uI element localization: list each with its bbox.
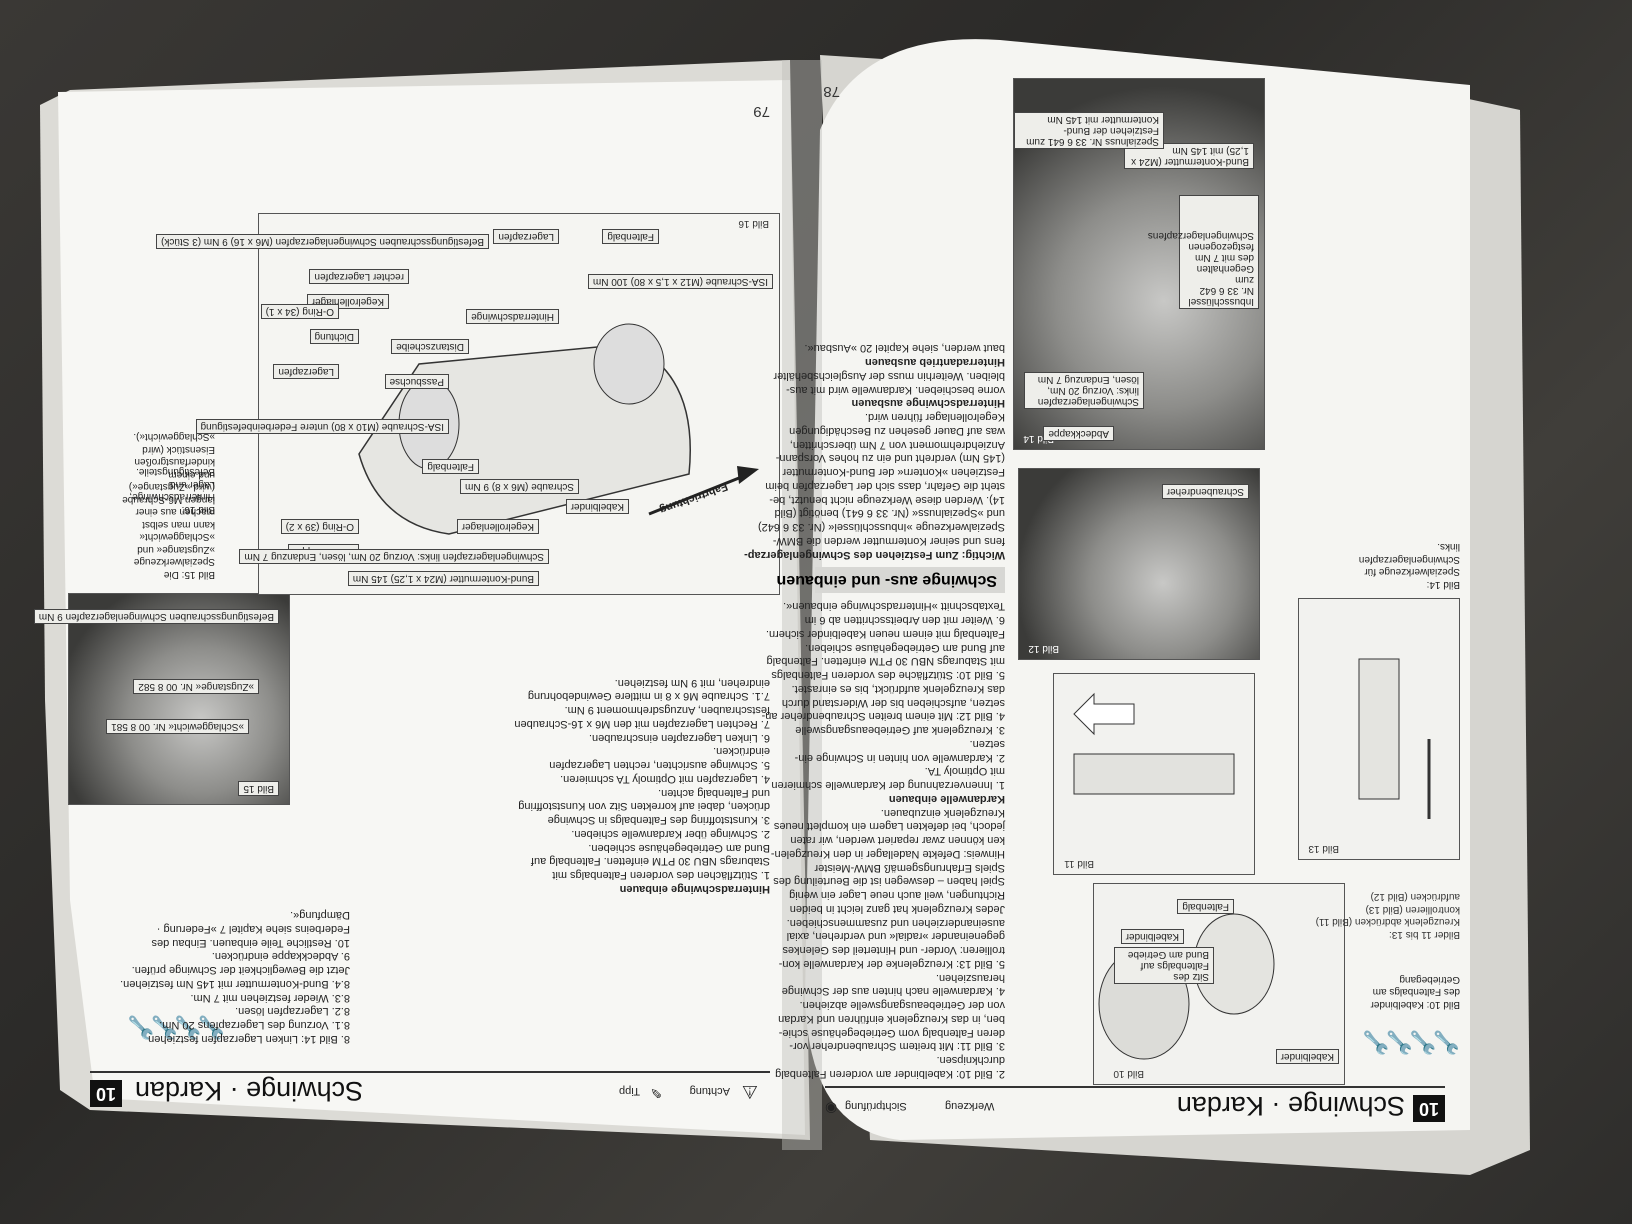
legend-tipp: Tipp [619,1085,640,1097]
figure-15-photo: Befestigungsschrauben Schwingenlagerzapf… [33,593,290,805]
joint-body [1358,658,1400,800]
shaft [1073,753,1235,795]
right-text-col: 2. Bild 10: Kabelbinder am vorderen Falt… [744,342,1005,1080]
fig10-subcaptions: Bilder 11 bis 13: Kreuzgelenk abdrücken … [1315,891,1460,941]
fig12-caption: Bild 12 [1028,643,1059,654]
fig16-label-17: Kegelrollenlager [456,519,539,534]
running-title: Schwinge · Kardan [135,1076,364,1106]
left-text-col-b: Hinterradschwinge einbauen 1. Stützfläch… [514,676,770,895]
figure-12-photo: Bild 12 Schraubendreher [1018,468,1260,660]
fig16-label-3: rechter Lagerzapfen [309,269,409,284]
fig14-side-caption: Bild 14: Spezialwerkzeuge für Schwingenl… [1358,541,1460,591]
fig14-label-0: Abdeckkappe [1043,426,1114,441]
fig16-label-14: Schraube (M6 x 8) 9 Nm [460,479,579,494]
section-schwinge: Schwinge aus- und einbauen [777,566,1005,593]
running-title-right: Schwinge · Kardan [1176,1091,1405,1121]
fig15-caption: Bild 15 [238,781,279,796]
fig10-label-0: Kabelbinder [1275,1049,1339,1064]
swingarm-drawing [358,323,759,535]
chapter-chip-right: 10 [1412,1095,1445,1122]
push-arrow [1073,692,1135,736]
fig10-caption: Bild 10 [1113,1068,1144,1079]
figure-10-diagram: Bild 10 Kabelbinder Faltenbalg Kabelbind… [1093,883,1345,1085]
left-text-col-a: 8. Bild 14: Linken Lagerzapfen festziehe… [120,909,350,1045]
fig16-label-8: Lagerzapfen [273,364,339,379]
fig16-label-1: Lagerzapfen [493,229,559,244]
fig14-label-3: Spezialnuss Nr. 33 6 641 zum Festziehen … [1014,112,1164,149]
fig16-label-6: Distanzscheibe [391,339,469,354]
cardan-joint-drawing [1073,692,1235,795]
figure-14-photo: Bild 14 Abdeckkappe Schwingenlagerzapfen… [1013,78,1265,450]
universal-joint-drawing [1358,658,1431,819]
fig16-side-caption: Bild 16: Hinterradschwinge, Lager und Be… [129,466,215,516]
eye-icon: ◉ [825,1101,838,1117]
right-page: 10 Schwinge · Kardan Sichtprüfung Werkze… [744,70,1465,1130]
wrench-rating-icon-right: 🔧🔧🔧🔧 [1366,1030,1460,1055]
fig13-caption: Bild 13 [1308,843,1339,854]
fig14-label-4: Inbusschlüssel Nr. 33 6 642 zum Gegenhal… [1148,195,1259,309]
left-page-number: 79 [753,103,770,120]
fig16-label-18: O-Ring (39 x 2) [280,519,359,534]
fig16-label-21: Bund-Kontermutter (M24 x 1,25) 145 Nm [347,571,539,586]
fig15-label-zugstange: »Zugstange« Nr. 00 8 582 [133,679,259,694]
fig15-label-schlaggewicht: »Schlaggewicht« Nr. 00 8 581 [106,719,249,734]
chapter-chip: 10 [90,1080,123,1107]
right-page-header: 10 Schwinge · Kardan Sichtprüfung Werkze… [825,1086,1445,1122]
fig10-label-2: Kabelbinder [1120,929,1184,944]
fig16-label-0: Befestigungsschrauben Schwingenlagerzapf… [156,234,489,249]
fig14-label-1: Schwingenlagerzapfen links: Vorzug 20 Nm… [1024,372,1144,409]
fig10-label-3: Sitz des Faltenbalgs auf Bund am Getrieb… [1114,947,1214,984]
boot-bellows [593,323,665,405]
figure-11-diagram: Bild 11 [1053,673,1255,875]
figure-13-diagram: Bild 13 [1298,598,1460,860]
fig16-label-13: Faltenbalg [422,459,479,474]
fig16-label-20: Schwingenlagerzapfen links: Vorzug 20 Nm… [239,549,549,564]
fig12-label-0: Schraubendreher [1161,484,1249,499]
left-page: 10 Schwinge · Kardan Achtung Tipp ⚠ ✎ 🔧🔧… [33,95,790,1115]
fig16-label-10: O-Ring (34 x 1) [260,304,339,319]
fig10-side-caption: Bild 10: Kabelbinder des Faltenbalgs am … [1370,974,1460,1010]
fig16-label-2: Faltenbalg [602,229,659,244]
fig16-label-9: ISA-Schraube (M12 x 1,5 x 80) 100 Nm [587,274,773,289]
figure-16-diagram: Befestigungsschrauben Schwingenlagerzapf… [156,213,780,595]
legend-werkzeug: Werkzeug [945,1100,995,1112]
fig10-label-1: Faltenbalg [1177,899,1234,914]
spine-shadow [782,60,822,1150]
fig16-label-7: Dichtung [309,329,359,344]
fig16-label-12: ISA-Schraube (M10 x 80) untere Federbein… [195,419,449,434]
fig16-label-11: Passbuchse [384,374,449,389]
tip-icon: ✎ [650,1085,662,1101]
legend-sichtpruefung: Sichtprüfung [845,1100,907,1112]
right-page-number: 78 [823,83,840,100]
fig16-caption: Bild 16 [738,218,769,229]
left-page-header: 10 Schwinge · Kardan Achtung Tipp ⚠ ✎ [90,1071,770,1107]
fig16-label-5: Hinterradschwinge [466,309,559,324]
direction-arrow-head [737,466,759,484]
legend-achtung: Achtung [689,1085,730,1097]
fig11-caption: Bild 11 [1064,858,1094,869]
warning-triangle-icon: ⚠ [741,1082,758,1102]
fig15-label-schrauben: Befestigungsschrauben Schwingenlagerzapf… [33,609,279,624]
direction-arrow [648,472,750,516]
fig16-label-15: Kabelbinder [565,499,629,514]
